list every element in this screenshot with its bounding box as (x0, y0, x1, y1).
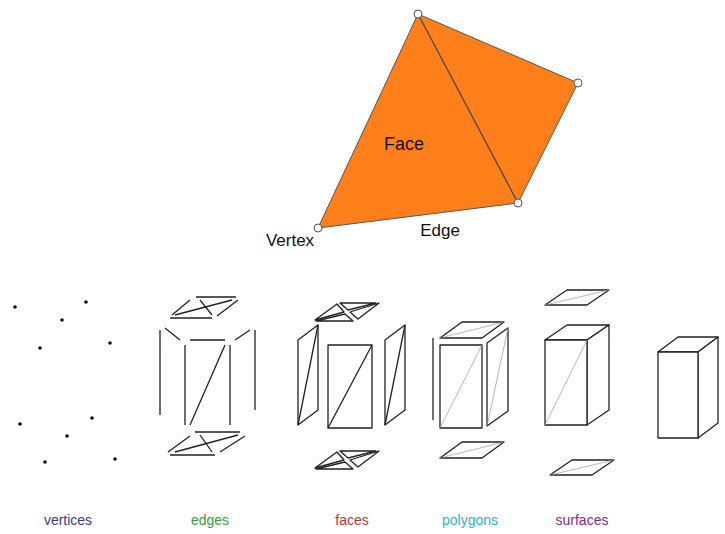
face-outline (314, 10, 584, 234)
vertex-dots (13, 300, 117, 464)
edge-wireframe (160, 297, 255, 455)
face-shape: Face (314, 10, 584, 234)
stage-label: surfaces (556, 512, 609, 529)
stage-label: vertices (44, 512, 92, 529)
vertex-marker (314, 224, 322, 232)
face-pieces (298, 303, 405, 469)
face-fill (318, 14, 578, 228)
face-label: Face (384, 134, 424, 155)
stage-label: edges (191, 512, 229, 529)
vertex-marker (514, 199, 522, 207)
polygon-pieces (433, 322, 508, 458)
vertex-marker (414, 10, 422, 18)
vertex-label: Vertex (266, 231, 314, 251)
stage-label: faces (335, 512, 368, 529)
solid-cube (658, 337, 718, 438)
surface-pieces (545, 290, 614, 475)
shared-edge (418, 14, 518, 203)
vertex-marker (574, 79, 582, 87)
stage-label: polygons (442, 512, 498, 529)
edge-label: Edge (420, 221, 460, 241)
